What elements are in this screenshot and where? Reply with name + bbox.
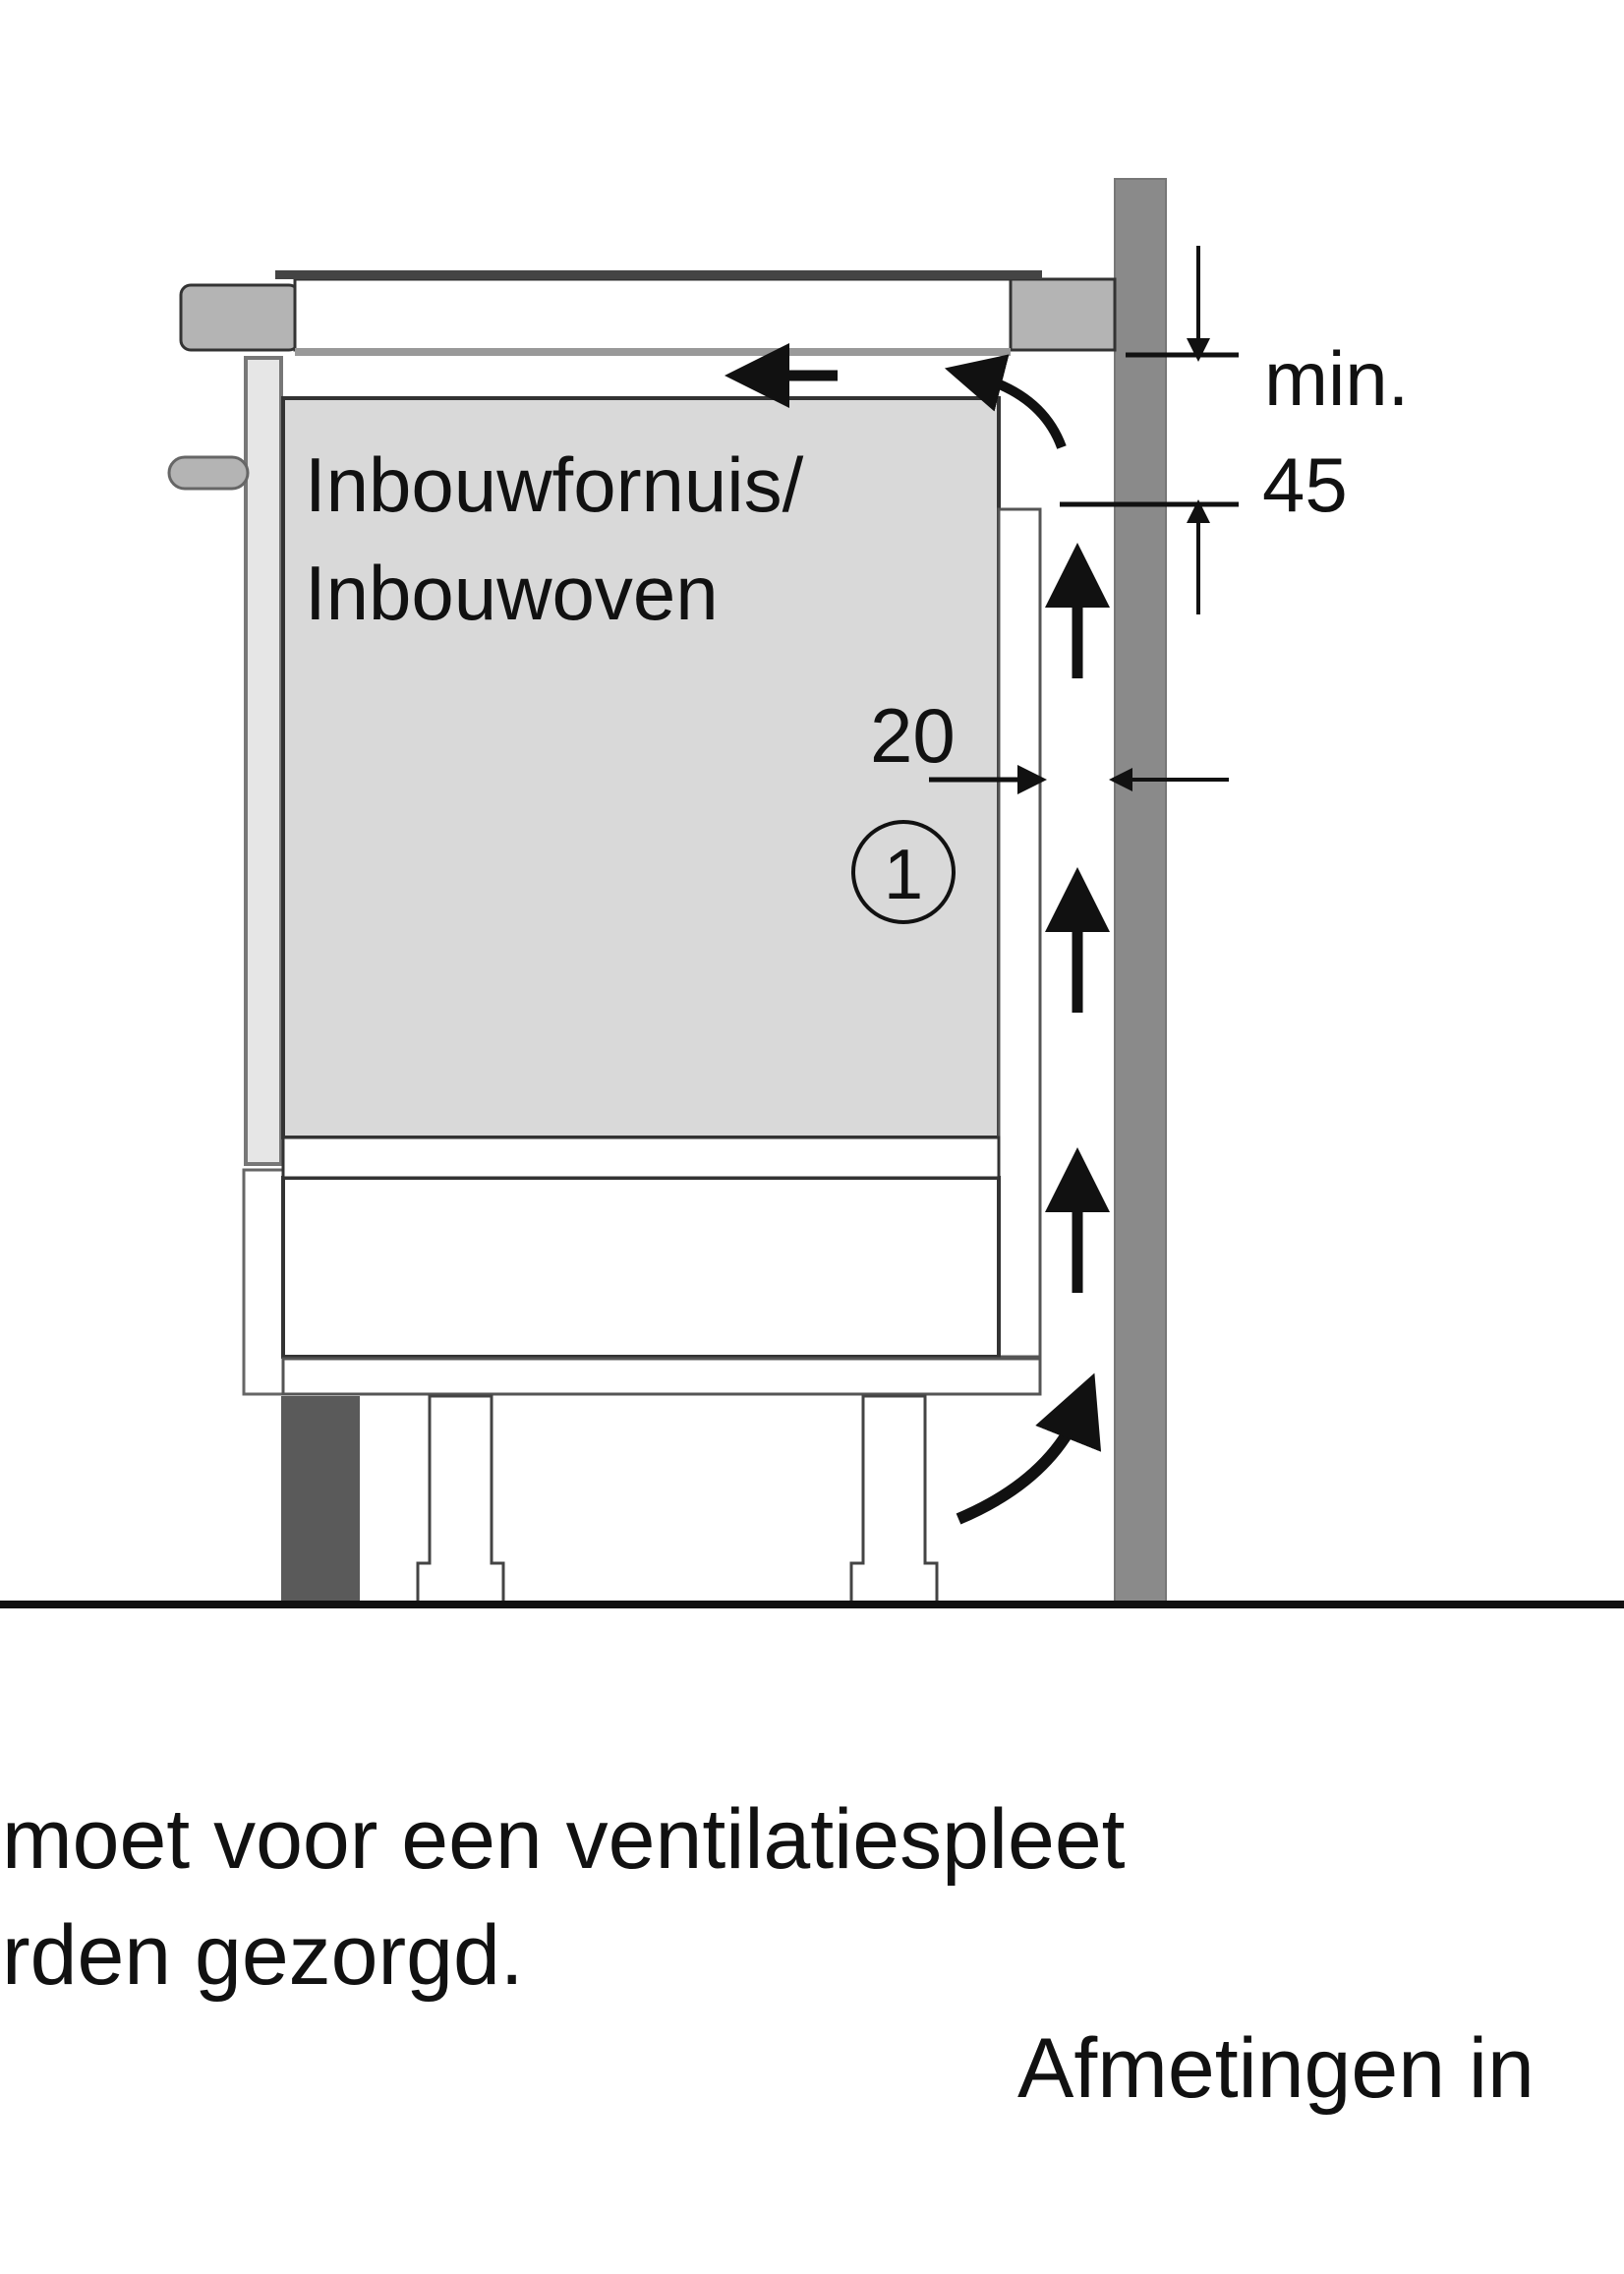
- appliance-label-line2: Inbouwoven: [305, 550, 719, 636]
- units-note: Afmetingen in: [1017, 2021, 1535, 2116]
- plinth: [281, 1396, 360, 1603]
- cabinet-side: [997, 507, 1042, 1359]
- clearance-dimension: [1060, 246, 1239, 614]
- gap-dimension-label: 20: [870, 692, 956, 779]
- arrow-curved-up-icon: [956, 1372, 1102, 1525]
- caption-line-1: moet voor een ventilatiespleet: [2, 1792, 1126, 1887]
- caption-line-2: rden gezorgd.: [2, 1908, 524, 2003]
- adjustable-foot-right: [849, 1394, 939, 1604]
- clearance-label-min: min.: [1264, 335, 1409, 422]
- base-rail: [281, 1357, 1042, 1396]
- drawer: [281, 1176, 1001, 1359]
- callout-circle: [851, 820, 956, 924]
- front-panel: [244, 356, 283, 1166]
- worktop: [179, 270, 1117, 356]
- airflow-arrows: [725, 343, 1110, 1525]
- drawer-front: [242, 1168, 285, 1396]
- appliance-label-line1: Inbouwfornuis/: [305, 441, 804, 528]
- door-handle-icon: [167, 455, 250, 491]
- adjustable-foot-left: [416, 1394, 505, 1604]
- clearance-label-value: 45: [1262, 441, 1348, 528]
- floor-line: [0, 1601, 1624, 1608]
- appliance-body: [281, 396, 1001, 1139]
- arrow-curved-icon: [944, 354, 1067, 449]
- side-wall: [1114, 178, 1167, 1603]
- callout-number: 1: [884, 836, 923, 914]
